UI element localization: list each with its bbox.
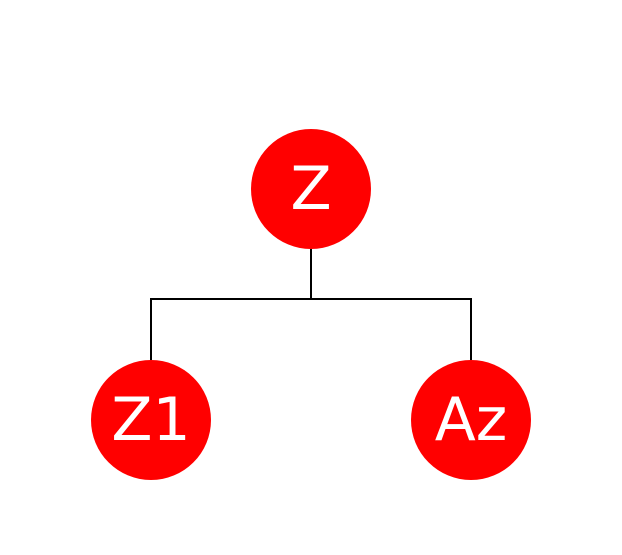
tree-node-child-right-label: Az <box>434 385 508 455</box>
tree-node-root-label: Z <box>290 154 332 224</box>
tree-node-root: Z <box>251 129 371 249</box>
tree-node-child-left: Z1 <box>91 360 211 480</box>
tree-node-child-right: Az <box>411 360 531 480</box>
tree-node-child-left-label: Z1 <box>111 385 191 455</box>
